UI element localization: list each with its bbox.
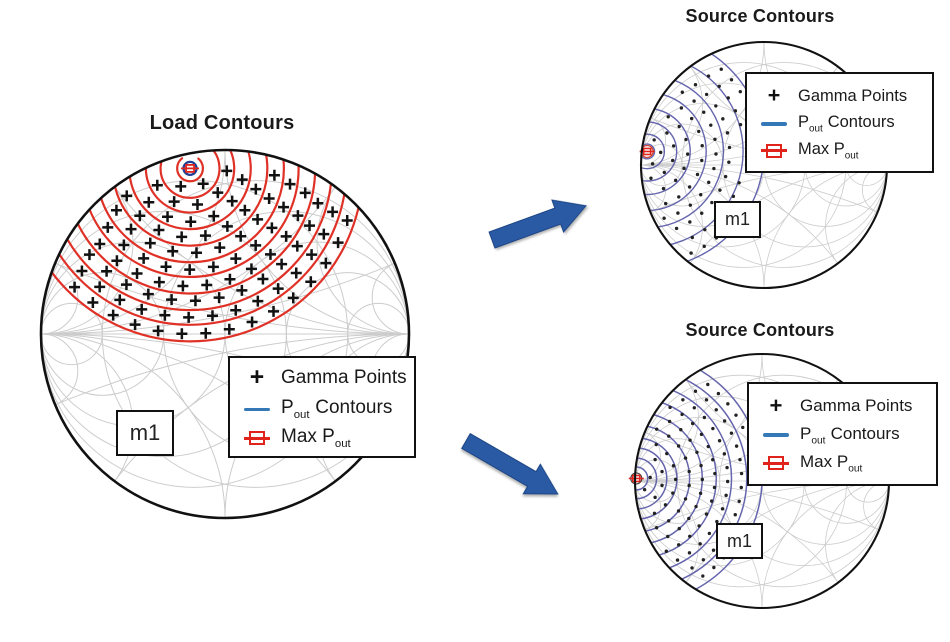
load-to-source-bottom-arrow bbox=[461, 432, 559, 495]
smith-chart-outline bbox=[39, 148, 411, 520]
load-chart-title: Load Contours bbox=[149, 112, 295, 134]
marker-label-load: m1 bbox=[116, 410, 174, 456]
max-pout-marker bbox=[181, 160, 200, 177]
contour-line-icon bbox=[759, 122, 789, 126]
legend-gamma-label: Gamma Points bbox=[800, 396, 913, 416]
legend-row-gamma-points: + Gamma Points bbox=[759, 82, 924, 109]
contour-line-icon bbox=[761, 433, 791, 437]
pout-contours bbox=[42, 151, 365, 343]
marker-label-source-bottom: m1 bbox=[716, 523, 763, 559]
plus-marker-icon: + bbox=[767, 83, 781, 108]
gamma-points bbox=[642, 382, 745, 578]
load-to-source-top-arrow bbox=[488, 199, 587, 249]
gamma-points bbox=[69, 165, 353, 340]
legend-gamma-label: Gamma Points bbox=[798, 86, 908, 105]
flow-arrows bbox=[461, 199, 587, 495]
max-pout-marker bbox=[628, 472, 644, 485]
legend-row-gamma-points: + Gamma Points bbox=[761, 392, 928, 420]
marker-label-source-top: m1 bbox=[714, 201, 761, 238]
max-pout-marker-icon bbox=[759, 143, 789, 158]
legend-gamma-label: Gamma Points bbox=[281, 367, 407, 389]
max-pout-marker-icon bbox=[242, 431, 272, 446]
plus-marker-icon: + bbox=[769, 393, 783, 419]
legend-row-max-pout: Max Pout bbox=[242, 425, 406, 451]
contour-line-icon bbox=[242, 407, 272, 412]
legend-row-gamma-points: + Gamma Points bbox=[242, 363, 407, 394]
legend-row-max-pout: Max Pout bbox=[761, 451, 928, 476]
plus-marker-icon: + bbox=[249, 363, 265, 391]
max-pout-marker-icon bbox=[761, 456, 791, 471]
source-top-chart-title: Source Contours bbox=[685, 6, 835, 26]
source-bottom-chart-title: Source Contours bbox=[685, 320, 835, 340]
legend-row-max-pout: Max Pout bbox=[759, 139, 924, 163]
